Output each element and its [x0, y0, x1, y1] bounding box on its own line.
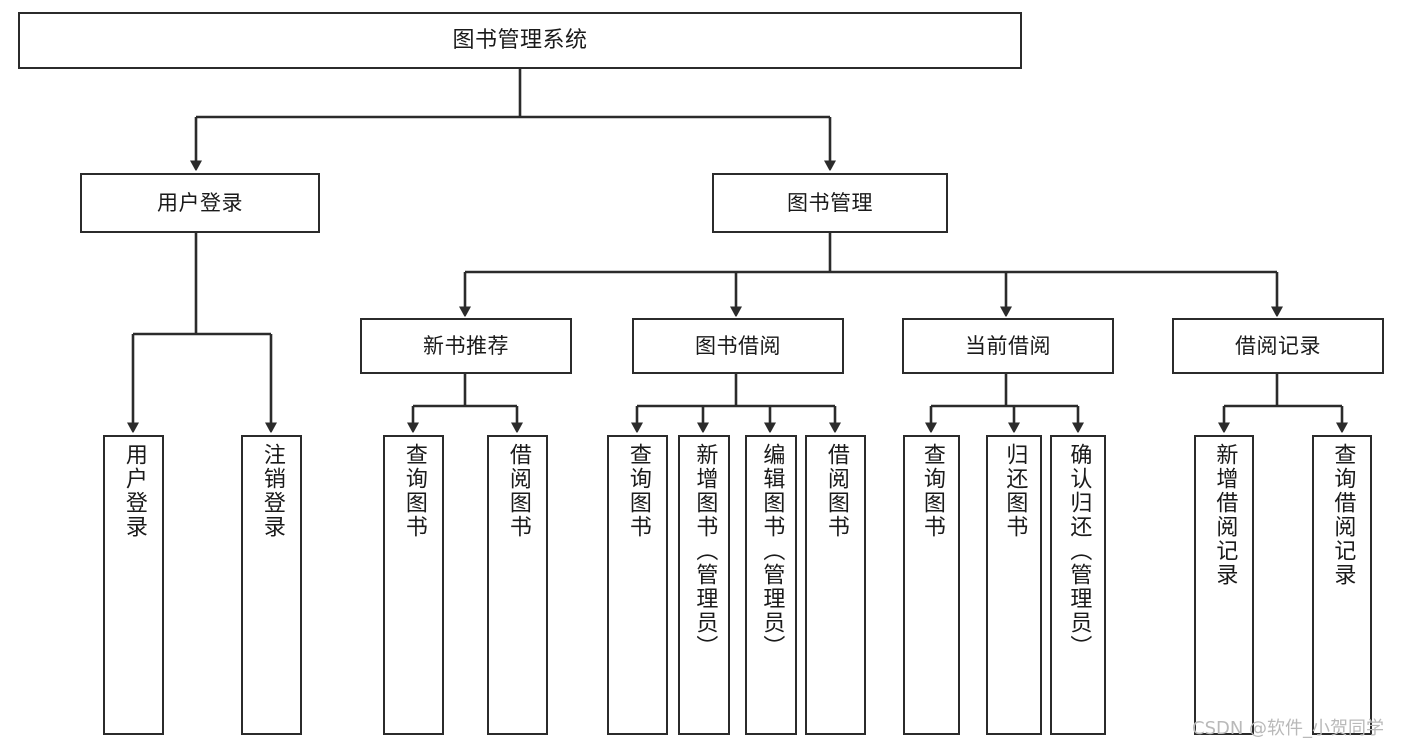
- node-leaf-edit-book[interactable]: 编辑图书（管理员）: [745, 435, 797, 735]
- node-leaf-add-record[interactable]: 新增借阅记录: [1194, 435, 1254, 735]
- node-leaf-user-login-label: 用户登录: [121, 443, 147, 539]
- node-book-borrow-label: 图书借阅: [695, 333, 781, 358]
- node-leaf-edit-book-label: 编辑图书（管理员）: [759, 443, 785, 659]
- node-leaf-borrow-book-2-label: 借阅图书: [823, 443, 849, 539]
- node-leaf-return-book-label: 归还图书: [1002, 443, 1028, 539]
- node-leaf-confirm-return[interactable]: 确认归还（管理员）: [1050, 435, 1106, 735]
- node-leaf-add-book-label: 新增图书（管理员）: [692, 443, 718, 659]
- node-leaf-query-book-3-label: 查询图书: [919, 443, 945, 539]
- node-leaf-query-book-1-label: 查询图书: [401, 443, 427, 539]
- node-leaf-borrow-book-1[interactable]: 借阅图书: [487, 435, 548, 735]
- node-book-borrow[interactable]: 图书借阅: [632, 318, 844, 374]
- node-new-book-rec[interactable]: 新书推荐: [360, 318, 572, 374]
- node-new-book-rec-label: 新书推荐: [423, 333, 509, 358]
- csdn-watermark: CSDN @软件_小贺同学: [1192, 718, 1385, 739]
- node-user-login-label: 用户登录: [157, 190, 243, 215]
- node-leaf-query-record-label: 查询借阅记录: [1330, 443, 1356, 587]
- node-leaf-user-login[interactable]: 用户登录: [103, 435, 164, 735]
- node-root-label: 图书管理系统: [452, 27, 588, 53]
- node-current-borrow-label: 当前借阅: [965, 333, 1051, 358]
- node-leaf-query-book-2-label: 查询图书: [625, 443, 651, 539]
- node-leaf-return-book[interactable]: 归还图书: [986, 435, 1042, 735]
- node-leaf-query-book-2[interactable]: 查询图书: [607, 435, 668, 735]
- node-book-manage[interactable]: 图书管理: [712, 173, 948, 233]
- node-leaf-query-record[interactable]: 查询借阅记录: [1312, 435, 1372, 735]
- node-leaf-query-book-1[interactable]: 查询图书: [383, 435, 444, 735]
- node-leaf-add-book[interactable]: 新增图书（管理员）: [678, 435, 730, 735]
- node-leaf-add-record-label: 新增借阅记录: [1212, 443, 1238, 587]
- node-book-manage-label: 图书管理: [787, 190, 873, 215]
- node-leaf-query-book-3[interactable]: 查询图书: [903, 435, 960, 735]
- node-leaf-confirm-return-label: 确认归还（管理员）: [1066, 443, 1092, 659]
- node-borrow-record[interactable]: 借阅记录: [1172, 318, 1384, 374]
- node-leaf-logout[interactable]: 注销登录: [241, 435, 302, 735]
- node-user-login[interactable]: 用户登录: [80, 173, 320, 233]
- node-leaf-borrow-book-2[interactable]: 借阅图书: [805, 435, 866, 735]
- node-root[interactable]: 图书管理系统: [18, 12, 1022, 69]
- node-leaf-borrow-book-1-label: 借阅图书: [505, 443, 531, 539]
- node-leaf-logout-label: 注销登录: [259, 443, 285, 539]
- node-current-borrow[interactable]: 当前借阅: [902, 318, 1114, 374]
- node-borrow-record-label: 借阅记录: [1235, 333, 1321, 358]
